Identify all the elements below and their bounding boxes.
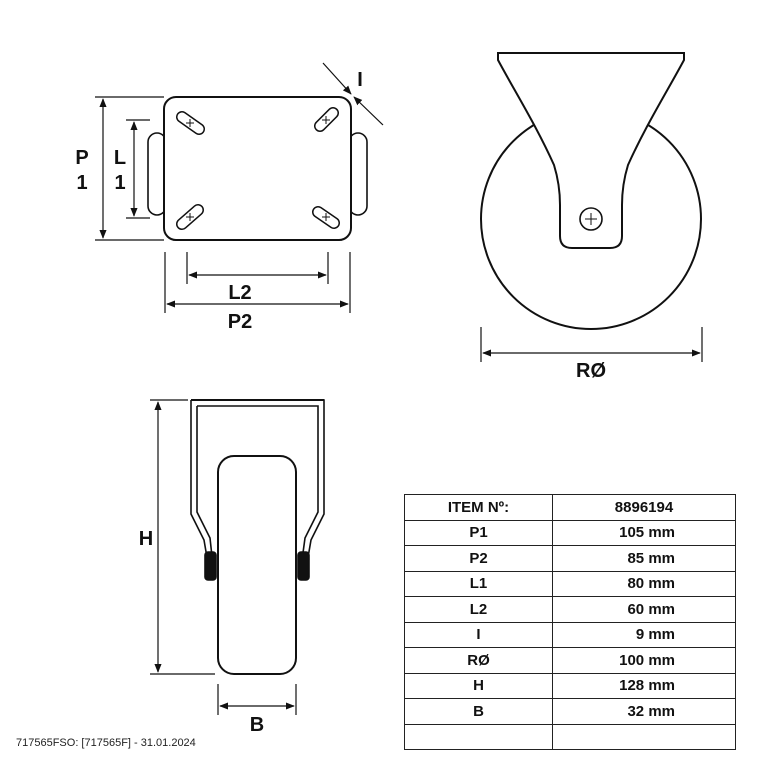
wheel-front [217,455,297,675]
spec-value: 128 mm [552,672,736,699]
p1-label-line1: P [75,147,88,169]
h-label: H [139,528,153,550]
item-number: 8896194 [552,494,736,521]
spec-key [404,723,553,750]
spec-value: 105 mm [552,519,736,546]
bolt-slot-bottom-right [312,206,340,229]
spec-key: H [404,672,553,699]
top-plate-view [147,96,368,241]
spec-value: 80 mm [552,570,736,597]
table-row [404,723,736,750]
fork-bracket [497,52,685,249]
dimension-l2 [186,252,329,284]
p2-label: P2 [228,311,252,333]
footer-reference: 717565FSO: [717565F] - 31.01.2024 [16,737,196,749]
spec-value: 60 mm [552,596,736,623]
dimension-p1 [95,96,164,241]
spec-table-header-row: ITEM Nº: 8896194 [404,494,736,521]
l2-label: L2 [228,282,251,304]
dimension-p2 [164,252,351,313]
l1-label-line2: 1 [114,172,125,194]
spec-key: L2 [404,596,553,623]
dimension-l1 [126,119,150,219]
bolt-slot-top-left [176,111,205,135]
dimension-h [150,399,215,675]
spec-key: B [404,698,553,725]
bolt-slot-bottom-left [176,204,204,230]
dimension-i [322,62,384,126]
p1-label-line2: 1 [76,172,87,194]
i-label: I [357,69,363,91]
bolt-slot-top-right [314,107,339,132]
spec-value: 32 mm [552,698,736,725]
axle-nut-left [204,551,217,581]
front-view [190,399,325,675]
l1-label-line1: L [114,147,126,169]
spec-key: L1 [404,570,553,597]
spec-key: ITEM Nº: [404,494,553,521]
mounting-plate [163,96,352,241]
b-label: B [250,714,264,736]
spec-key: P2 [404,545,553,572]
wheel-side-view [480,52,702,330]
spec-key: RØ [404,647,553,674]
r-label: RØ [576,360,606,382]
spec-value: 100 mm [552,647,736,674]
axle-nut-right [297,551,310,581]
dimension-b [217,684,297,715]
spec-key: I [404,621,553,648]
spec-value [552,723,736,750]
spec-value: 85 mm [552,545,736,572]
spec-key: P1 [404,519,553,546]
dimension-r [480,327,703,362]
spec-value: 9 mm [552,621,736,648]
